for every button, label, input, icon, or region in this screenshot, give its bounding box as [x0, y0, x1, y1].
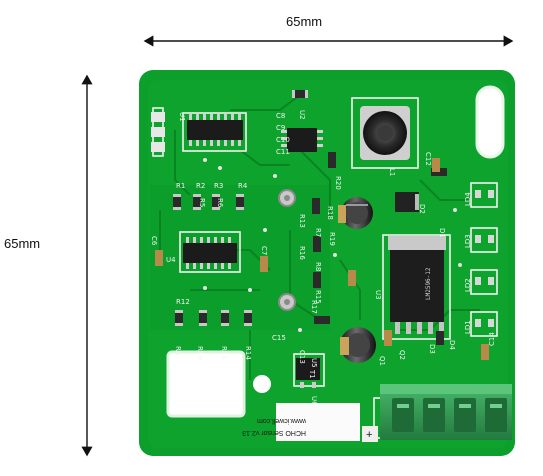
designator-r1: R1: [176, 182, 185, 190]
designator-c11: C11: [276, 148, 290, 156]
designator-c14: C14: [488, 332, 496, 346]
transistor-q: [296, 358, 320, 388]
electrolytic-capacitor-top: [338, 197, 373, 229]
header-pads: [151, 112, 165, 152]
designator-ld3: LD3: [464, 234, 472, 248]
designator-c7: C7: [260, 246, 268, 255]
designator-u3: U3: [374, 290, 382, 300]
designator-r9: R9: [174, 346, 182, 355]
mounting-hole: [253, 375, 271, 393]
designator-c8: C8: [276, 112, 285, 120]
designator-d2: D2: [418, 204, 426, 214]
designator-r17: R17: [310, 300, 318, 314]
designator-r5: R5: [198, 198, 206, 207]
designator-r16: R16: [298, 246, 306, 260]
designator-u1: U1: [178, 112, 186, 122]
designator-t1: T1: [308, 369, 316, 379]
window-cutout: [166, 350, 246, 418]
designator-d1: D1: [438, 228, 446, 238]
smd-components: [155, 90, 489, 360]
label-sticker: www.icwell.com HCHO Sensor v2.13: [242, 403, 360, 441]
designator-u5: U5: [310, 358, 318, 368]
designator-l1: L1: [388, 168, 396, 176]
designator-r13: R13: [298, 214, 306, 228]
diode-d2: [395, 192, 419, 212]
designator-u4: U4: [166, 256, 176, 264]
designator-ld1: LD1: [464, 320, 472, 334]
designator-c6: C6: [150, 236, 158, 246]
ic-u1: [187, 114, 243, 146]
designator-r18: R18: [326, 206, 334, 220]
designator-d4: D4: [448, 340, 456, 350]
power-inductor: [360, 106, 410, 160]
designator-c13: C13: [298, 350, 306, 364]
vias: [203, 158, 462, 332]
electrolytic-capacitor-bottom: [340, 327, 376, 363]
designator-c12: C12: [424, 152, 432, 166]
designator-ld4: LD4: [464, 192, 472, 206]
regulator-marking: LM2596-12: [425, 267, 432, 300]
designator-r2: R2: [196, 182, 205, 190]
designator-ld2: LD2: [464, 278, 472, 292]
designator-r20: R20: [334, 176, 342, 190]
designator-r15: R15: [314, 290, 322, 304]
designator-d3: D3: [428, 344, 436, 354]
height-dimension-label: 65mm: [4, 236, 41, 251]
designator-r4: R4: [238, 182, 248, 190]
designator-r11: R11: [220, 346, 228, 360]
designator-r14: R14: [244, 346, 252, 360]
led-pads: [475, 190, 494, 327]
designator-u2: U2: [298, 110, 306, 120]
designator-q2: Q2: [398, 350, 406, 360]
designator-u6: U6: [310, 396, 318, 406]
designator-r19: R19: [328, 232, 336, 246]
designator-r12: R12: [176, 298, 190, 306]
sticker-title: HCHO Sensor v2.13: [242, 429, 306, 436]
designator-r3: R3: [214, 182, 223, 190]
designator-r8: R8: [314, 262, 322, 271]
designator-c10: C10: [276, 136, 290, 144]
designator-r6: R6: [216, 198, 224, 208]
ic-u2: [281, 128, 323, 152]
slot-cutout: [475, 85, 505, 159]
designator-c15: C15: [272, 334, 286, 342]
ic-u4: [183, 237, 237, 269]
sticker-url: www.icwell.com: [257, 417, 307, 424]
designator-q1: Q1: [378, 356, 386, 366]
designator-c9: C9: [276, 124, 285, 132]
terminal-polarity-label: +: [366, 429, 372, 441]
terminal-block: +: [362, 384, 512, 442]
designator-r10: R10: [196, 346, 204, 360]
voltage-regulator: LM2596-12: [388, 236, 446, 334]
width-dimension-label: 65mm: [286, 14, 323, 29]
designator-r7: R7: [314, 228, 322, 237]
